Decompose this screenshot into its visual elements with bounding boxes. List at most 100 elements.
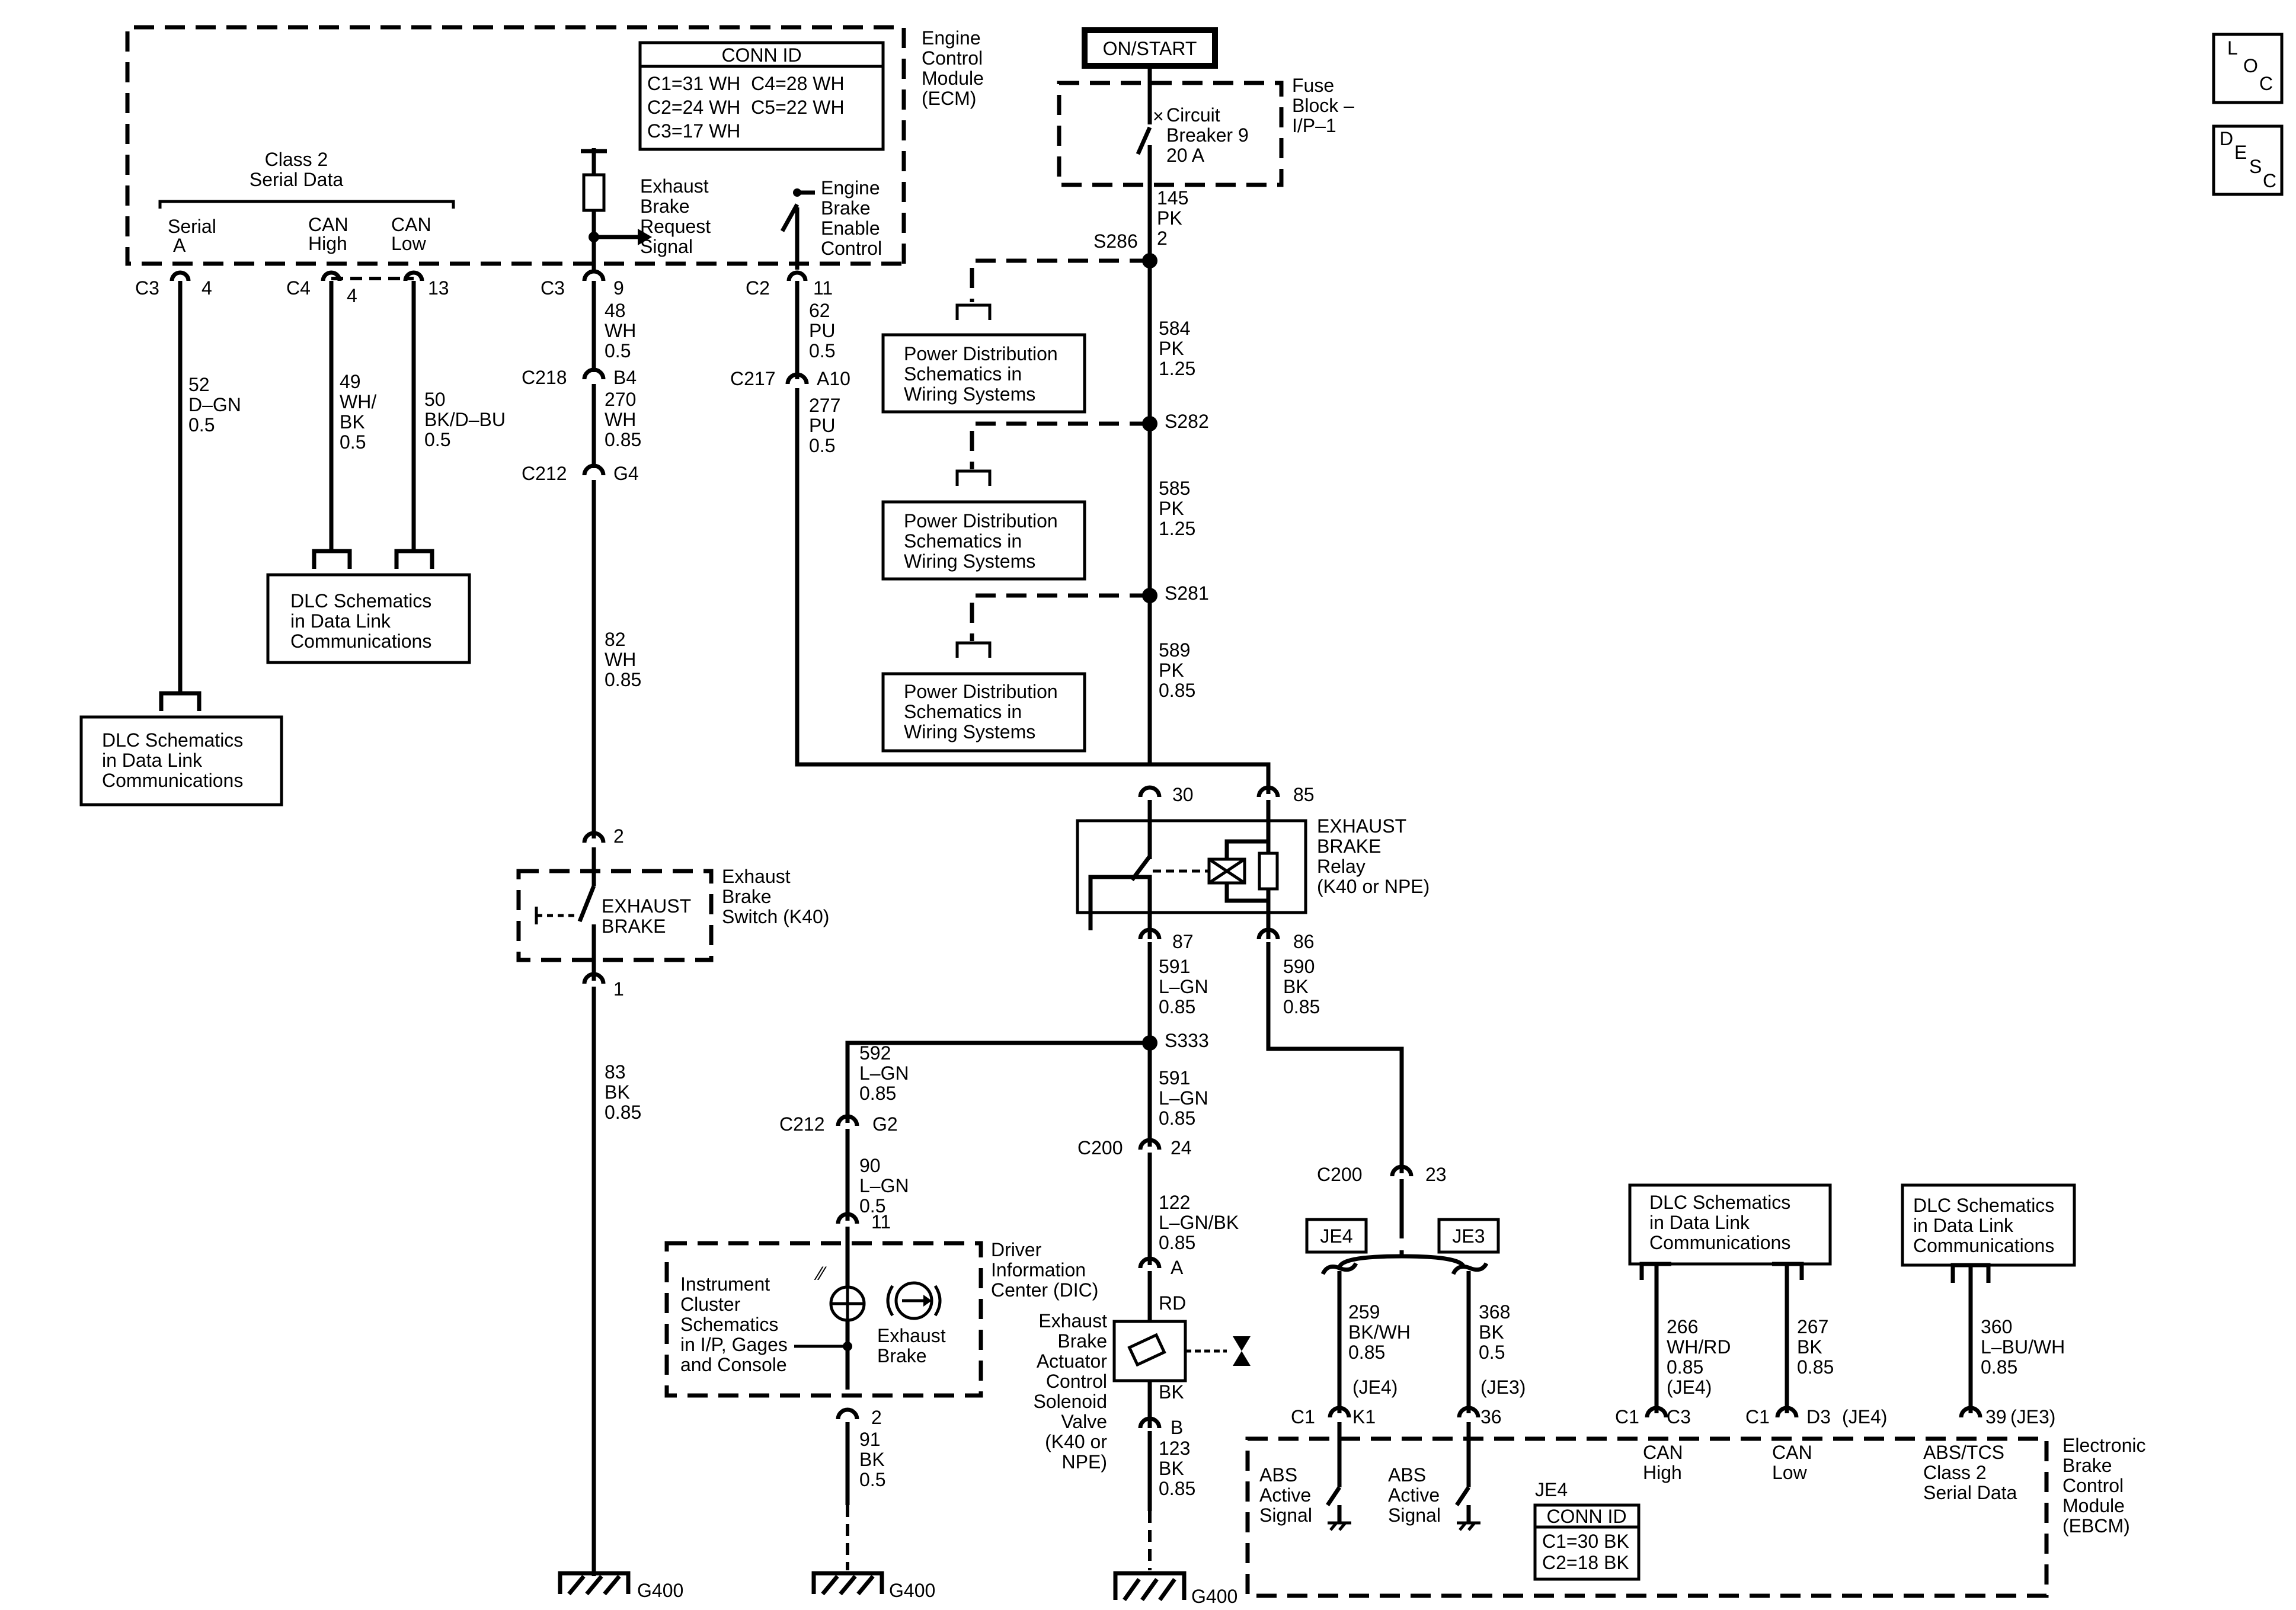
- desc-letter: E: [2234, 142, 2247, 163]
- ecm-conn-line: C2=24 WH C5=22 WH: [647, 97, 845, 118]
- conn-note: (JE3): [1480, 1377, 1526, 1398]
- splice-label: S286: [1093, 231, 1138, 252]
- conn-label: C212: [779, 1113, 825, 1135]
- ebcm-conn-id-title: CONN ID: [1546, 1506, 1626, 1527]
- conn-pin: 1: [613, 978, 624, 1000]
- valve-pin-color: RD: [1159, 1292, 1186, 1314]
- splice-label: S333: [1165, 1030, 1209, 1051]
- conn-label: C200: [1317, 1164, 1363, 1185]
- conn-pin: 11: [813, 277, 833, 299]
- loc-button[interactable]: L O C: [2212, 33, 2284, 104]
- conn-pin: B4: [613, 367, 637, 388]
- ecm-conn-line: C1=31 WH C4=28 WH: [647, 73, 845, 94]
- splice-label: S281: [1165, 582, 1209, 604]
- relay-pin: 86: [1293, 931, 1315, 952]
- conn-note: (JE4): [1352, 1377, 1398, 1398]
- exhaust-brake-switch: [516, 869, 714, 962]
- relay-pin: 30: [1172, 784, 1194, 805]
- loc-letter: L: [2227, 37, 2238, 59]
- on-start-label: ON/START: [1103, 38, 1197, 59]
- ground-label: G400: [637, 1580, 683, 1601]
- conn-label: C1: [1745, 1406, 1770, 1427]
- je4-option-box: [1305, 1218, 1368, 1254]
- fuse-block: [1057, 81, 1284, 187]
- conn-pin: A: [1171, 1257, 1184, 1278]
- conn-pin: 23: [1425, 1164, 1447, 1185]
- solenoid-valve: [1112, 1320, 1187, 1382]
- dlc-ref-2: [266, 573, 471, 664]
- conn-label: C3: [541, 277, 565, 299]
- je3-label: JE3: [1452, 1225, 1485, 1247]
- conn-pin: 36: [1480, 1406, 1502, 1427]
- power-dist-ref-3: [881, 672, 1086, 753]
- ecm-conn-line: C3=17 WH: [647, 120, 740, 142]
- request-resistor: [582, 173, 606, 212]
- ground-label: G400: [1191, 1586, 1237, 1607]
- dic-module: [664, 1241, 983, 1398]
- conn-note: (JE4): [1842, 1406, 1887, 1427]
- loc-letter: C: [2259, 73, 2273, 94]
- conn-pin: 2: [871, 1407, 882, 1428]
- dlc-ref-4: [1901, 1183, 2076, 1267]
- conn-label: C200: [1077, 1137, 1123, 1158]
- relay-pin: 85: [1293, 784, 1315, 805]
- conn-pin: K1: [1352, 1406, 1376, 1427]
- conn-pin: 39: [1985, 1406, 2007, 1427]
- conn-label: C3: [135, 277, 159, 299]
- splice-label: S282: [1165, 411, 1209, 432]
- valve-pin-color: BK: [1159, 1381, 1184, 1403]
- desc-button[interactable]: D E S C: [2212, 124, 2284, 196]
- ground-label: G400: [889, 1580, 935, 1601]
- dlc-ref-1: [79, 715, 283, 806]
- power-dist-ref-2: [881, 500, 1086, 581]
- conn-pin: D3: [1806, 1406, 1831, 1427]
- je4-label: JE4: [1320, 1225, 1352, 1247]
- ebcm-conn-id-box: [1533, 1503, 1641, 1581]
- arrow-right-icon: [638, 229, 652, 245]
- conn-pin: 4: [202, 277, 212, 299]
- conn-pin: 13: [428, 277, 449, 299]
